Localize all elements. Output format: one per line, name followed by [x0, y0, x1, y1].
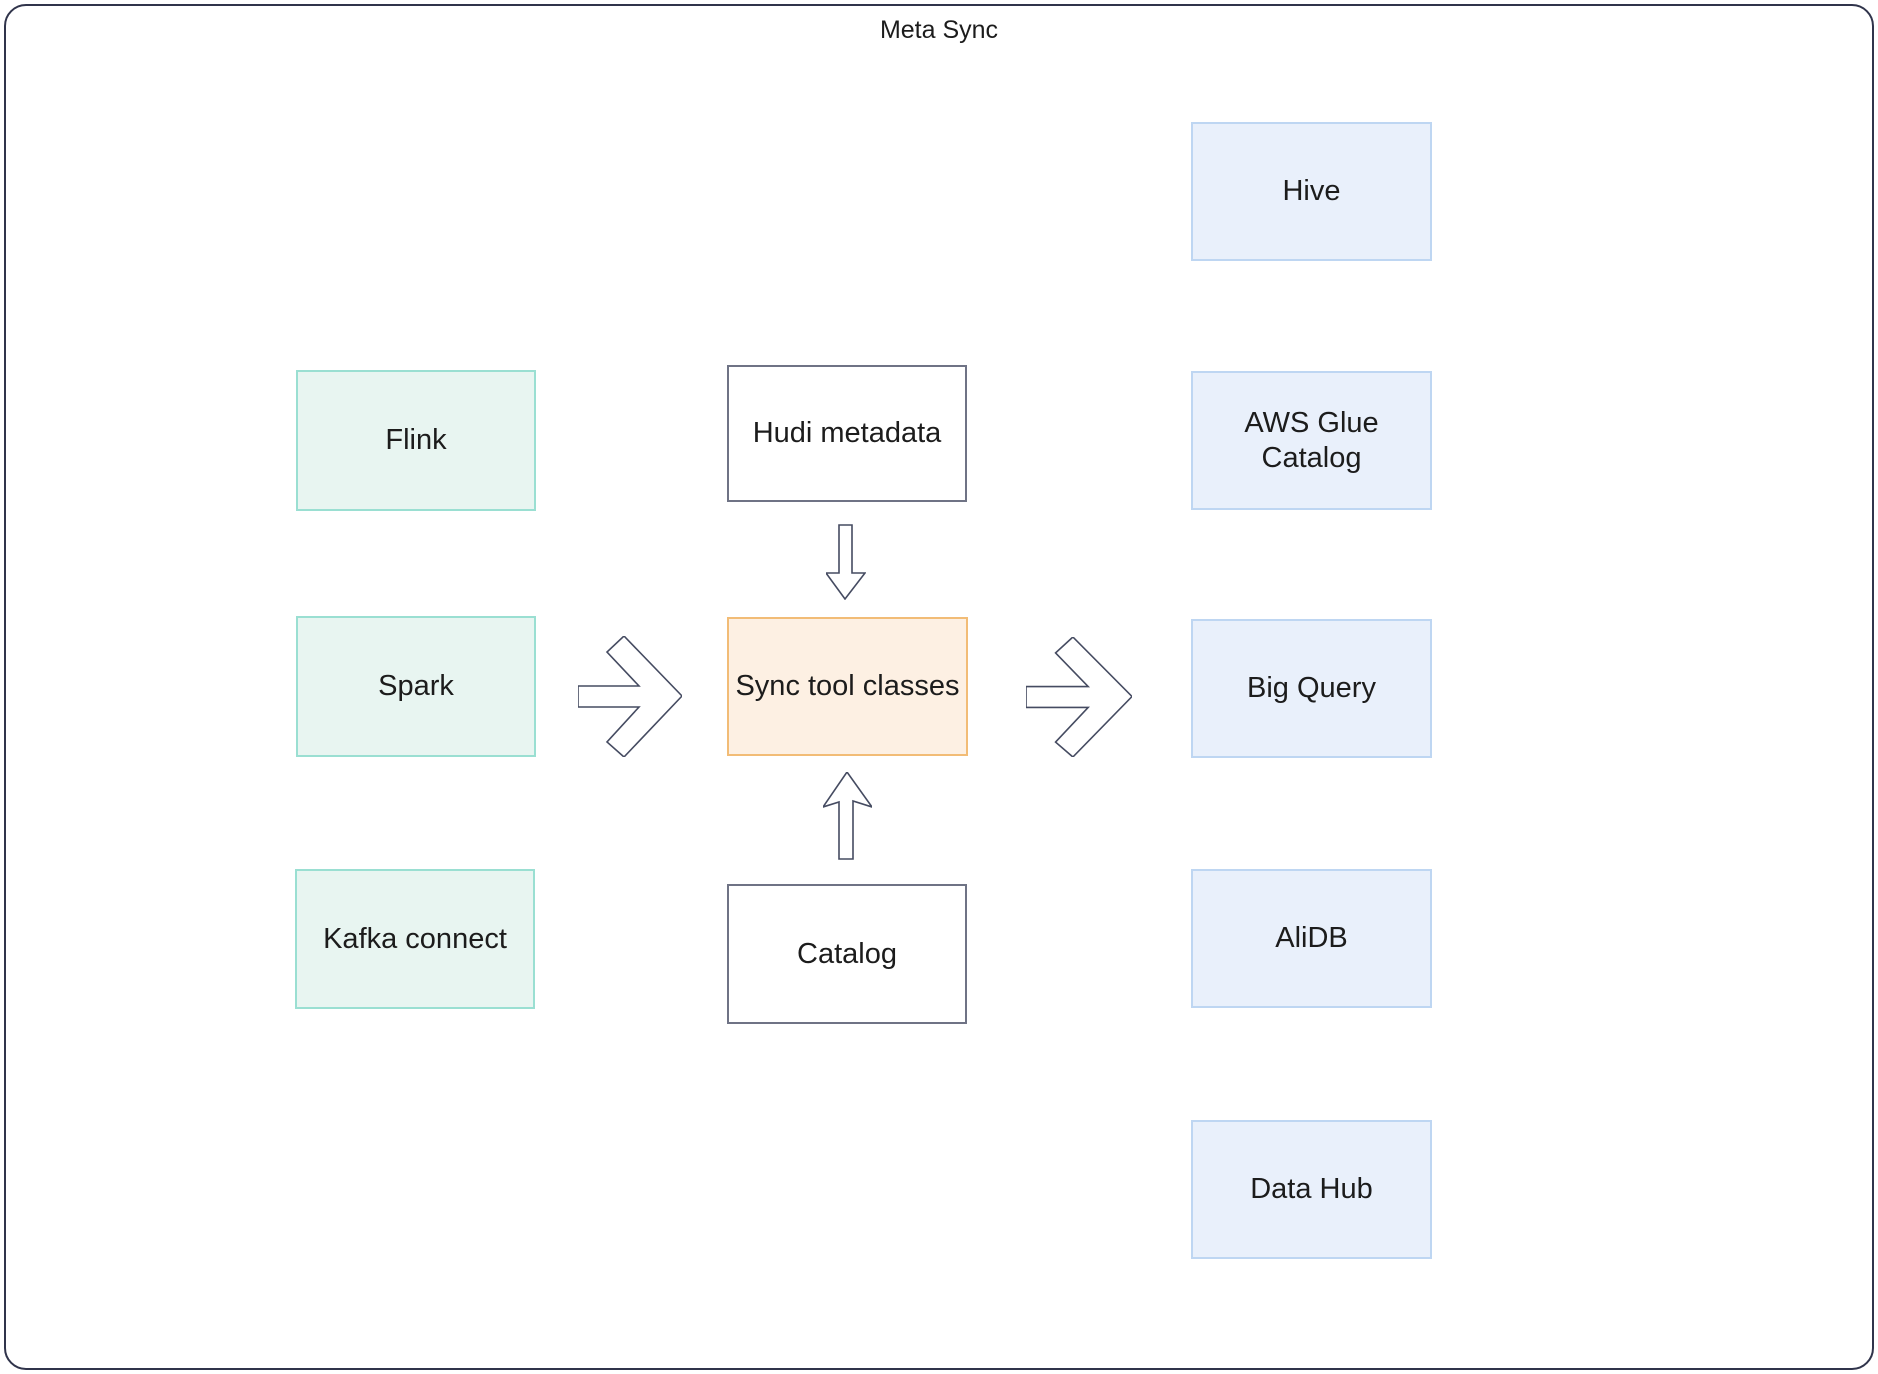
node-flink: Flink — [296, 370, 536, 511]
down-arrow-icon — [826, 524, 866, 600]
node-catalog: Catalog — [727, 884, 967, 1024]
node-big-query: Big Query — [1191, 619, 1432, 758]
node-label: Big Query — [1247, 672, 1376, 705]
node-label: AliDB — [1275, 922, 1348, 955]
arrow-sources-to-sync — [578, 636, 682, 757]
node-spark: Spark — [296, 616, 536, 757]
arrow-catalog-to-sync — [823, 772, 872, 860]
node-sync-tool-classes: Sync tool classes — [727, 617, 968, 756]
node-alidb: AliDB — [1191, 869, 1432, 1008]
node-label: Data Hub — [1250, 1173, 1373, 1206]
node-label: Kafka connect — [323, 922, 507, 955]
node-label: Hive — [1282, 175, 1341, 208]
node-label: Spark — [378, 670, 454, 703]
node-label: Flink — [385, 424, 447, 457]
node-hudi-metadata: Hudi metadata — [727, 365, 967, 502]
node-label: Hudi metadata — [752, 417, 942, 450]
arrow-sync-to-targets — [1026, 637, 1132, 757]
node-label: AWS Glue Catalog — [1244, 406, 1379, 474]
arrow-hudi-metadata-to-sync — [826, 524, 866, 600]
right-arrow-icon — [578, 636, 682, 757]
node-label: Sync tool classes — [735, 670, 960, 703]
node-kafka-connect: Kafka connect — [295, 869, 535, 1009]
node-hive: Hive — [1191, 122, 1432, 261]
node-label: Catalog — [797, 937, 897, 970]
up-arrow-icon — [823, 772, 872, 860]
diagram-title: Meta Sync — [879, 16, 999, 44]
right-arrow-icon — [1026, 637, 1132, 757]
diagram-frame — [4, 4, 1874, 1370]
node-data-hub: Data Hub — [1191, 1120, 1432, 1259]
node-aws-glue-catalog: AWS Glue Catalog — [1191, 371, 1432, 510]
